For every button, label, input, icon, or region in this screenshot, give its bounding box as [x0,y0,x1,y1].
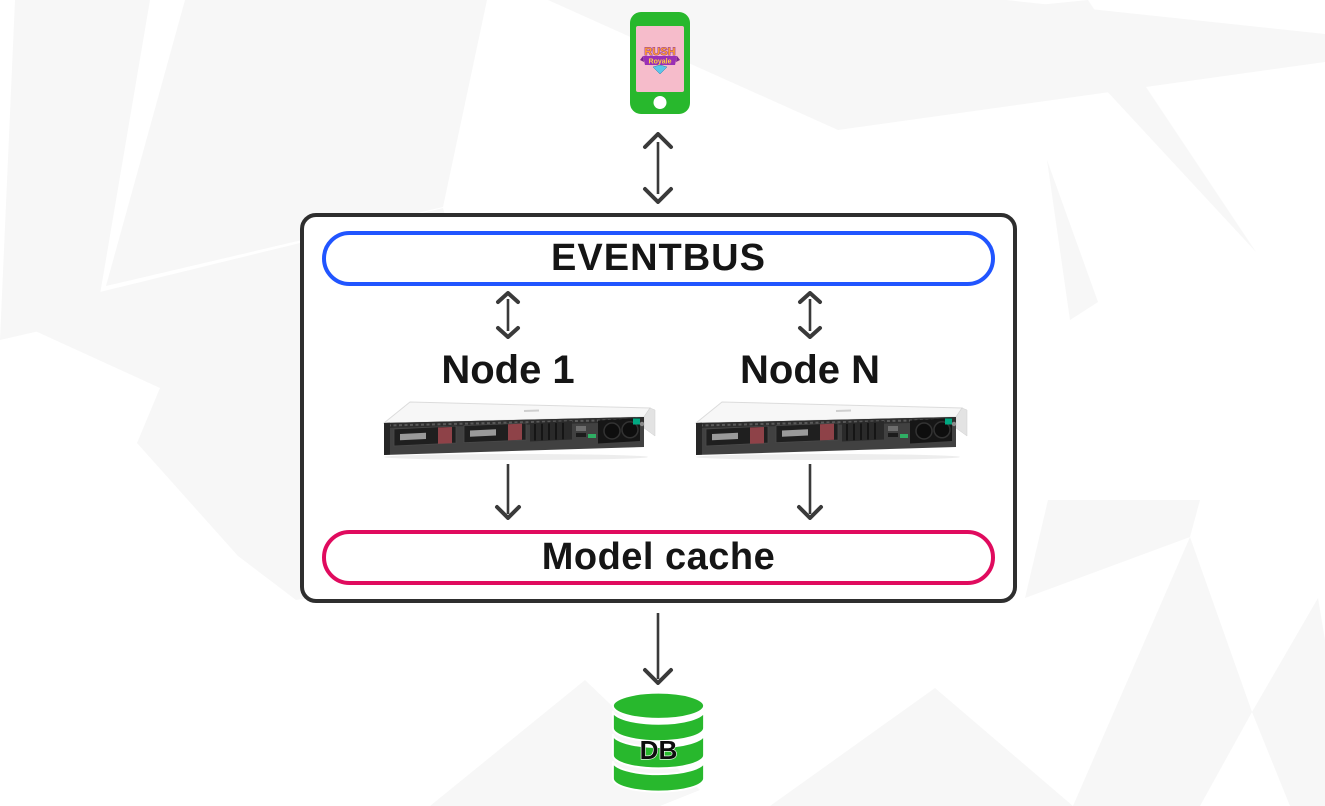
model-cache-pill: Model cache [322,530,995,585]
phone-screen: RUSH Royale [636,26,684,92]
eventbus-pill: EVENTBUS [322,231,995,286]
game-logo-line2: Royale [649,59,672,66]
client-eventbus-arrow [643,132,673,204]
cluster-box: EVENTBUS Node 1 Node N Model cache [300,213,1017,603]
database-label: DB [640,735,678,765]
server-image-node1 [376,398,658,460]
node1-label: Node 1 [441,348,575,392]
node1-cache-arrow [495,464,521,520]
model-cache-label: Model cache [541,536,776,578]
nodeN-cache-arrow [797,464,823,520]
server-image-nodeN [688,398,970,460]
eventbus-label: EVENTBUS [551,237,766,279]
nodeN-label: Node N [740,348,880,392]
database-icon: DB [611,691,706,793]
eventbus-node1-arrow [496,291,520,339]
eventbus-nodeN-arrow [798,291,822,339]
game-logo-line1: RUSH [644,46,675,58]
cache-db-arrow [643,613,673,685]
mobile-client-phone: RUSH Royale [630,12,690,114]
game-logo: RUSH Royale [640,46,680,75]
phone-home-button [653,96,667,109]
